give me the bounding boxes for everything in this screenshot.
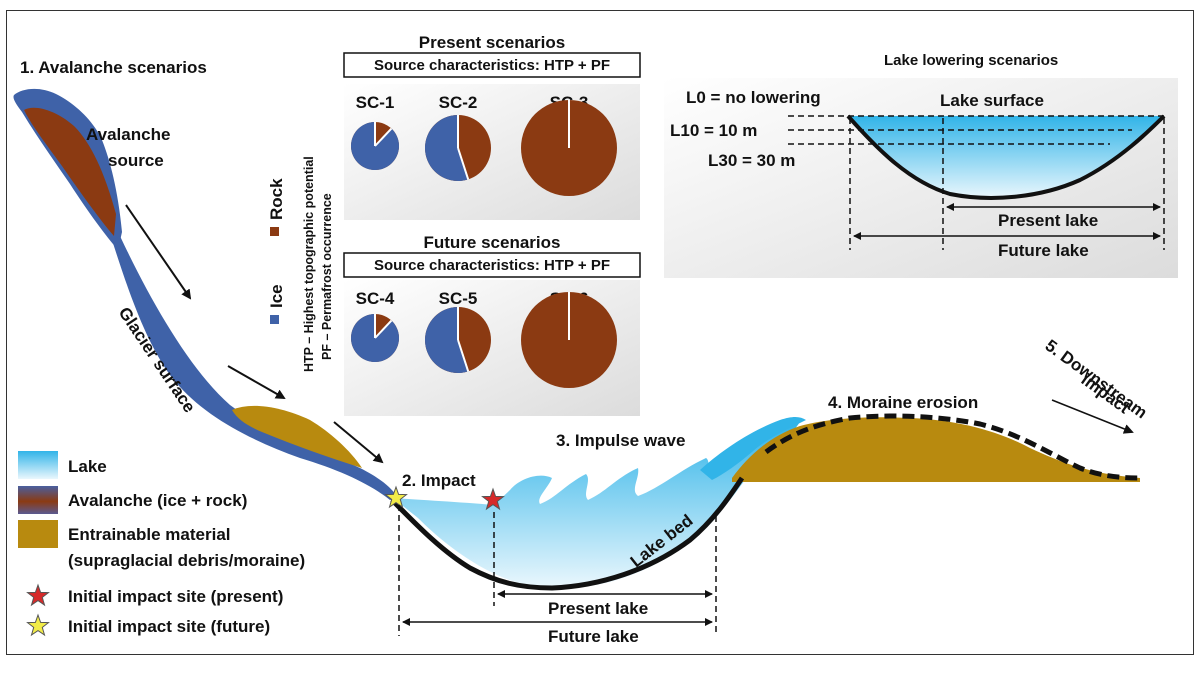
legend-impact-future-label: Initial impact site (future)	[68, 617, 270, 636]
supraglacial-debris	[232, 405, 362, 468]
present-scenarios-title: Present scenarios	[419, 33, 565, 52]
flow-arrow-3	[333, 421, 384, 464]
rock-label: Rock	[267, 178, 286, 220]
avalanche-rock-core	[24, 107, 116, 236]
rock-swatch	[270, 227, 279, 236]
l0-label: L0 = no lowering	[686, 88, 821, 107]
pie-divider-2-sc-4	[374, 319, 393, 339]
scenario-label-sc-5: SC-5	[439, 289, 478, 308]
future-source-box	[343, 252, 641, 278]
future-scenarios-title: Future scenarios	[424, 233, 561, 252]
legend-entrainable-label-1: Entrainable material	[68, 525, 231, 544]
pie-divider-2-sc-5	[457, 339, 470, 372]
moraine	[732, 417, 1140, 482]
moraine-erosion-line	[764, 413, 1141, 481]
flow-arrow-1	[125, 204, 192, 300]
lake-lowering-title: Lake lowering scenarios	[884, 52, 1058, 69]
ice-label: Ice	[267, 284, 286, 308]
avalanche-source-label-1: Avalanche	[86, 125, 170, 144]
glacier-surface	[112, 236, 398, 500]
impact-site-present-star	[481, 487, 505, 511]
downstream-arrow	[1051, 399, 1134, 434]
legend-avalanche-swatch	[18, 486, 58, 514]
scenario-label-sc-4: SC-4	[356, 289, 395, 308]
scenario-pies: SC-1SC-2SC-3SC-4SC-5SC-6	[351, 93, 617, 388]
legend-entrainable-label-2: (supraglacial debris/moraine)	[68, 551, 305, 570]
legend-entrainable-swatch	[18, 520, 58, 548]
pie-divider-2-sc-1	[374, 127, 393, 147]
present-source-box	[343, 52, 641, 78]
lake-water	[394, 422, 800, 588]
present-source-text: Source characteristics: HTP + PF	[374, 57, 610, 74]
heading-impulse-wave: 3. Impulse wave	[556, 431, 685, 450]
future-lake-label: Future lake	[548, 627, 639, 646]
lowering-future-lake-label: Future lake	[998, 241, 1089, 260]
l10-label: L10 = 10 m	[670, 121, 757, 140]
htp-definition: HTP – Highest topographic potential	[302, 156, 316, 372]
heading-avalanche-scenarios: 1. Avalanche scenarios	[20, 58, 207, 77]
flow-arrow-2	[227, 365, 286, 399]
heading-impact: 2. Impact	[402, 471, 476, 490]
lowering-present-lake-label: Present lake	[998, 211, 1098, 230]
lowering-lake-water	[848, 116, 1164, 198]
legend-lake-swatch	[18, 451, 58, 479]
legend-star-future-icon	[26, 613, 50, 637]
impact-site-future-star	[384, 485, 408, 509]
heading-moraine-erosion: 4. Moraine erosion	[828, 393, 978, 412]
legend-lake-label: Lake	[68, 457, 107, 476]
lake-bed	[390, 476, 745, 591]
avalanche-source-label-2: source	[108, 151, 164, 170]
pie-divider-2-sc-2	[457, 147, 470, 180]
scenario-label-sc-2: SC-2	[439, 93, 478, 112]
pf-definition: PF – Permafrost occurrence	[320, 193, 334, 360]
present-lake-label: Present lake	[548, 599, 648, 618]
legend-impact-present-label: Initial impact site (present)	[68, 587, 283, 606]
lowering-lake-bed	[846, 114, 1166, 200]
lake-surface-label: Lake surface	[940, 91, 1044, 110]
future-source-text: Source characteristics: HTP + PF	[374, 257, 610, 274]
impulse-wave-crest	[700, 417, 806, 480]
legend-avalanche-label: Avalanche (ice + rock)	[68, 491, 247, 510]
ice-swatch	[270, 315, 279, 324]
l30-label: L30 = 30 m	[708, 151, 795, 170]
legend-star-present-icon	[26, 583, 50, 607]
scenario-label-sc-1: SC-1	[356, 93, 395, 112]
